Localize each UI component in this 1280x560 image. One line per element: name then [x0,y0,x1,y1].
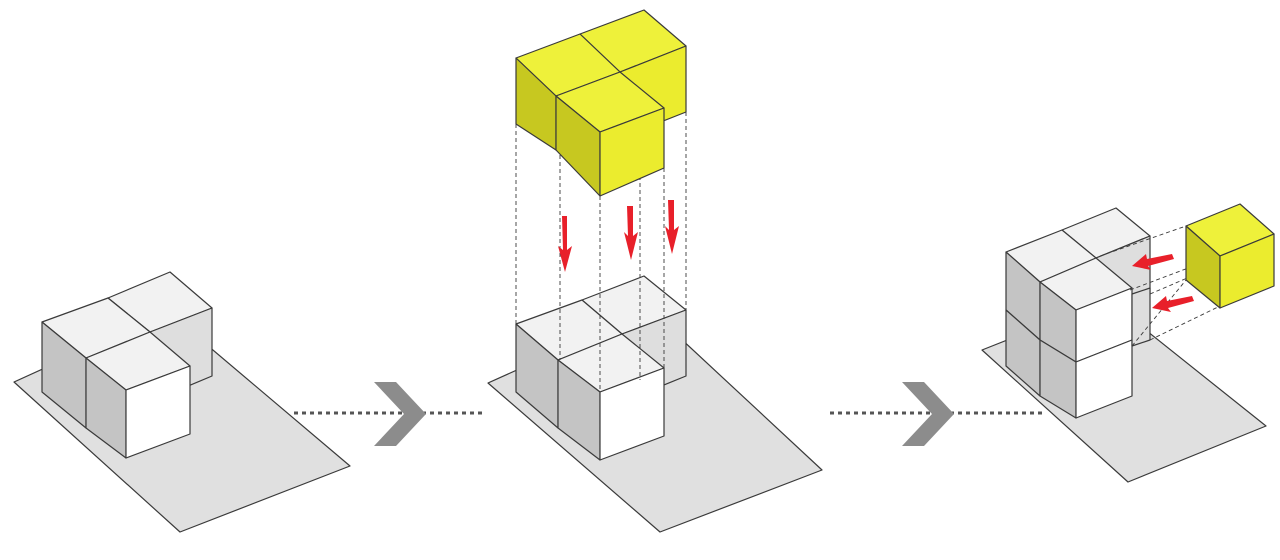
arrow-down-icon [624,206,638,260]
step-3-front-column [1039,257,1151,419]
arrow-down-icon [558,216,572,272]
step-1-front-cube [85,331,191,459]
step-3-yellow-cube [1185,203,1275,309]
step-2-arrows [558,200,679,272]
step-2-projection-lines [515,112,687,460]
step-1-base-blocks [13,271,351,533]
arrow-left-icon [1152,296,1194,312]
chevron-right-icon [902,382,954,446]
step-2-stacking [487,9,823,533]
step-3-side-insert [981,203,1275,483]
yellow-cube-left [515,33,621,151]
transition-2 [830,382,1044,446]
step-2-base-front-cube [557,333,665,461]
arrow-down-icon [665,200,679,254]
chevron-right-icon [374,382,426,446]
step-2-base-left-cube [515,299,623,429]
arrow-left-icon [1132,254,1174,270]
step-3-arrows [1132,254,1194,312]
step-2-yellow-blocks [515,9,687,197]
transition-1 [294,382,482,446]
yellow-cube-front [555,71,665,197]
